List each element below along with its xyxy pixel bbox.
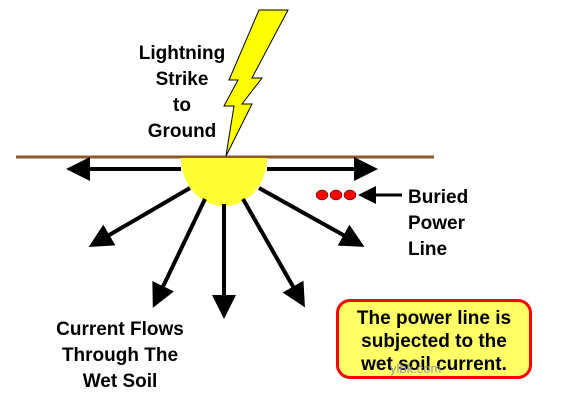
power-cable-3 — [343, 189, 357, 201]
watermark: ylbk.com — [390, 361, 442, 376]
current-arrow-down-left-1 — [88, 186, 192, 248]
lightning-strike-label: Lightning Strike to Ground — [138, 43, 226, 142]
buried-power-line-label: Buried Power Line — [408, 187, 469, 260]
current-flows-label: Current Flows Through The Wet Soil — [56, 319, 184, 392]
note-callout: The power line is subjected to the wet s… — [336, 299, 532, 379]
current-arrow-down-left-2 — [152, 198, 207, 308]
note-text: The power line is subjected to the wet s… — [356, 308, 512, 375]
current-arrow-down-right-1 — [258, 186, 365, 247]
power-cable-2 — [329, 189, 343, 201]
power-cable-1 — [315, 189, 329, 201]
strike-zone — [181, 158, 267, 206]
current-arrow-down-right-2 — [241, 198, 305, 308]
lightning-bolt — [223, 9, 289, 157]
